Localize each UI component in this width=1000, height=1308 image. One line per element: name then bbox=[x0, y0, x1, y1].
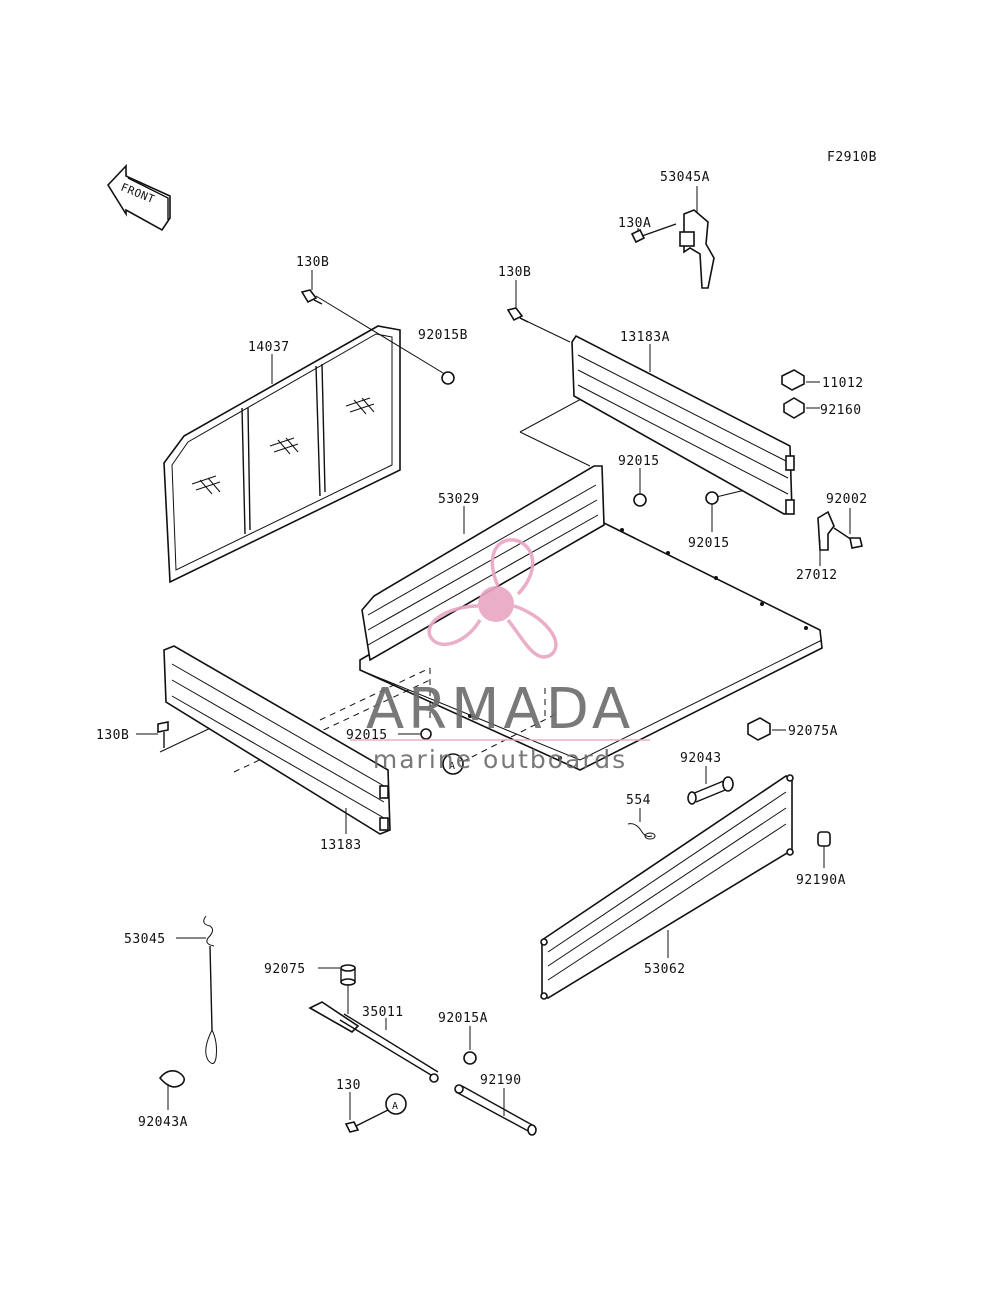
nut-92015A bbox=[463, 1051, 477, 1065]
label-35011: 35011 bbox=[362, 1005, 404, 1020]
side-panel-13183A bbox=[571, 334, 795, 515]
label-92043A: 92043A bbox=[138, 1115, 188, 1130]
label-130B-mid: 130B bbox=[498, 265, 531, 280]
label-92075: 92075 bbox=[264, 962, 306, 977]
label-92075A: 92075A bbox=[788, 724, 838, 739]
cap-92075A bbox=[747, 717, 771, 741]
cargo-bed-53029 bbox=[359, 465, 823, 771]
callout-a-upper: A bbox=[442, 753, 464, 775]
label-92160: 92160 bbox=[820, 403, 862, 418]
bolt-130 bbox=[344, 1109, 389, 1133]
pin-92043 bbox=[687, 776, 734, 805]
label-53045A: 53045A bbox=[660, 170, 710, 185]
label-13183: 13183 bbox=[320, 838, 362, 853]
label-53045: 53045 bbox=[124, 932, 166, 947]
label-130: 130 bbox=[336, 1078, 361, 1093]
latch-53045A bbox=[679, 209, 715, 289]
label-13183A: 13183A bbox=[620, 330, 670, 345]
wire-53045 bbox=[203, 915, 217, 1064]
label-92190: 92190 bbox=[480, 1073, 522, 1088]
propeller-logo-icon bbox=[427, 538, 558, 659]
front-arrow-icon: FRONT bbox=[106, 163, 171, 232]
label-92043: 92043 bbox=[680, 751, 722, 766]
svg-text:A: A bbox=[449, 761, 456, 772]
label-130B-left: 130B bbox=[296, 255, 329, 270]
label-92002: 92002 bbox=[826, 492, 868, 507]
nut-92015-top bbox=[633, 493, 647, 507]
side-panel-13183 bbox=[163, 645, 391, 835]
label-14037: 14037 bbox=[248, 340, 290, 355]
watermark: ARMADA marine outboards bbox=[350, 538, 650, 774]
rod-92190 bbox=[454, 1084, 537, 1136]
svg-text:A: A bbox=[392, 1101, 399, 1112]
label-92015A: 92015A bbox=[438, 1011, 488, 1026]
nut-92015-bot bbox=[420, 728, 432, 740]
clip-11012 bbox=[781, 369, 805, 391]
bolt-130B-side bbox=[157, 721, 169, 748]
label-92190A: 92190A bbox=[796, 873, 846, 888]
watermark-tagline: marine outboards bbox=[373, 745, 627, 774]
cap-92160 bbox=[783, 397, 805, 419]
label-92015B: 92015B bbox=[418, 328, 468, 343]
part-labels: 53045A 130A 130B 130B 92015B 14037 13183… bbox=[96, 170, 868, 1130]
bolt-130A bbox=[630, 223, 677, 244]
label-554: 554 bbox=[626, 793, 651, 808]
bushing-92190A bbox=[817, 831, 831, 847]
label-92015-top: 92015 bbox=[618, 454, 660, 469]
clip-554 bbox=[627, 823, 656, 840]
bolt-92002 bbox=[833, 527, 863, 549]
nut-92015B bbox=[441, 371, 455, 385]
tailgate-53062 bbox=[540, 774, 794, 1000]
label-130B-side: 130B bbox=[96, 728, 129, 743]
callout-a-lower: A bbox=[385, 1093, 407, 1115]
watermark-brand: ARMADA bbox=[366, 677, 634, 742]
figure-code: F2910B bbox=[827, 150, 877, 165]
label-53029: 53029 bbox=[438, 492, 480, 507]
cap-92043A bbox=[158, 1070, 186, 1088]
bolt-130B-mid bbox=[506, 307, 529, 323]
nut-92015-mid bbox=[705, 491, 719, 505]
leader-lines bbox=[136, 186, 851, 1120]
front-screen-14037 bbox=[163, 325, 401, 584]
collar-92075 bbox=[340, 964, 356, 986]
label-27012: 27012 bbox=[796, 568, 838, 583]
label-92015-mid: 92015 bbox=[688, 536, 730, 551]
rod-35011 bbox=[308, 1001, 439, 1083]
bolt-130B-left bbox=[300, 289, 323, 305]
label-11012: 11012 bbox=[822, 376, 864, 391]
label-130A: 130A bbox=[618, 216, 651, 231]
label-53062: 53062 bbox=[644, 962, 686, 977]
